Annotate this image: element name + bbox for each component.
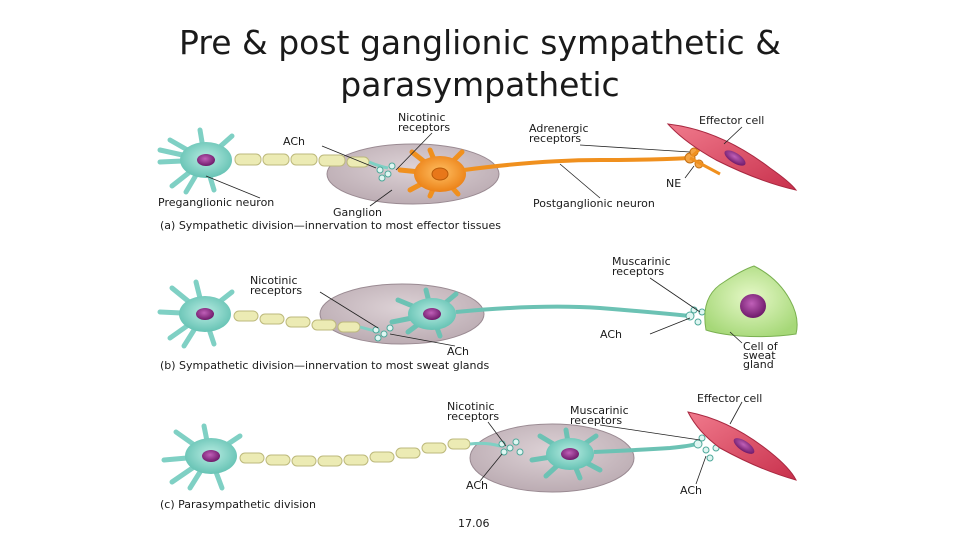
panel-a-sympathetic: Nicotinic receptors ACh Adrenergic recep…: [157, 111, 798, 232]
nucleus-b-post: [423, 308, 441, 320]
postganglionic-cell-body-b: [389, 287, 459, 339]
label-nicotinic-a-1: Nicotinic: [398, 111, 446, 124]
caption-b: (b) Sympathetic division—innervation to …: [160, 359, 489, 372]
label-ganglion: Ganglion: [333, 206, 382, 219]
myelinated-axon-a: [234, 153, 370, 168]
panel-b-sympathetic-sweat: Nicotinic receptors Muscarinic receptors…: [157, 255, 798, 372]
leader-lines-c: [479, 401, 743, 485]
slide-title: Pre & post ganglionic sympathetic & para…: [0, 22, 960, 106]
nucleus-c-pre: [202, 450, 220, 462]
label-adrenergic-a-2: receptors: [529, 132, 581, 145]
ganglion-b: [319, 283, 485, 345]
postganglionic-axon-c: [593, 442, 697, 454]
ach-varicosities-b: [685, 306, 706, 326]
nucleus-a-effector: [724, 150, 746, 166]
label-nicotinic-b-1: Nicotinic: [250, 274, 298, 287]
label-nicotinic-c-1: Nicotinic: [447, 400, 495, 413]
label-gland-3: gland: [743, 358, 774, 371]
label-ne-a: NE: [666, 177, 681, 190]
figure-number: 17.06: [458, 517, 490, 530]
label-muscarinic-c-1: Muscarinic: [570, 404, 629, 417]
label-effector-c: Effector cell: [697, 392, 762, 405]
nucleus-a-pre: [197, 154, 215, 166]
nucleus-c-effector: [733, 438, 755, 454]
leader-lines-a: [205, 126, 743, 207]
label-effector-a: Effector cell: [699, 114, 764, 127]
label-nicotinic-b-2: receptors: [250, 284, 302, 297]
postganglionic-axon-b: [455, 304, 691, 318]
preganglionic-cell-body-a: [157, 127, 235, 195]
nucleus-a-post: [431, 167, 449, 181]
effector-smooth-muscle-c: [687, 411, 797, 481]
caption-c: (c) Parasympathetic division: [160, 498, 316, 511]
caption-a: (a) Sympathetic division—innervation to …: [160, 219, 501, 232]
effector-smooth-muscle-a: [666, 123, 798, 191]
sweat-gland-cell: [704, 265, 798, 338]
title-line-2: parasympathetic: [340, 65, 620, 104]
label-ach-a: ACh: [283, 135, 305, 148]
preganglionic-cell-body-c: [161, 423, 243, 491]
label-muscarinic-b-2: receptors: [612, 265, 664, 278]
label-adrenergic-a-1: Adrenergic: [529, 122, 589, 135]
label-nicotinic-a-2: receptors: [398, 121, 450, 134]
label-gland-1: Cell of: [743, 340, 779, 353]
nicotinic-receptor-dots-a: [376, 162, 396, 182]
label-ach-b-post: ACh: [600, 328, 622, 341]
nucleus-gland: [740, 294, 766, 318]
label-ach-c-post: ACh: [680, 484, 702, 497]
leader-lines-b: [319, 277, 743, 347]
nucleus-b-pre: [196, 308, 214, 320]
label-postganglionic: Postganglionic neuron: [533, 197, 655, 210]
label-gland-2: sweat: [743, 349, 776, 362]
nicotinic-receptor-dots-b: [372, 324, 394, 342]
postganglionic-axon-a: [463, 156, 691, 172]
label-nicotinic-c-2: receptors: [447, 410, 499, 423]
myelinated-axon-c: [239, 438, 471, 467]
panel-c-parasympathetic: Nicotinic receptors Muscarinic receptors…: [160, 392, 797, 511]
title-line-1: Pre & post ganglionic sympathetic &: [179, 23, 781, 62]
postganglionic-cell-body-c: [529, 427, 603, 481]
nucleus-c-post: [561, 448, 579, 460]
preganglionic-cell-body-b: [157, 279, 235, 349]
label-ach-c-pre: ACh: [466, 479, 488, 492]
postganglionic-cell-body-a: [397, 147, 466, 199]
label-muscarinic-b-1: Muscarinic: [612, 255, 671, 268]
label-ach-b-pre: ACh: [447, 345, 469, 358]
myelinated-axon-b: [233, 310, 361, 333]
label-muscarinic-c-2: receptors: [570, 414, 622, 427]
label-preganglionic: Preganglionic neuron: [158, 196, 274, 209]
